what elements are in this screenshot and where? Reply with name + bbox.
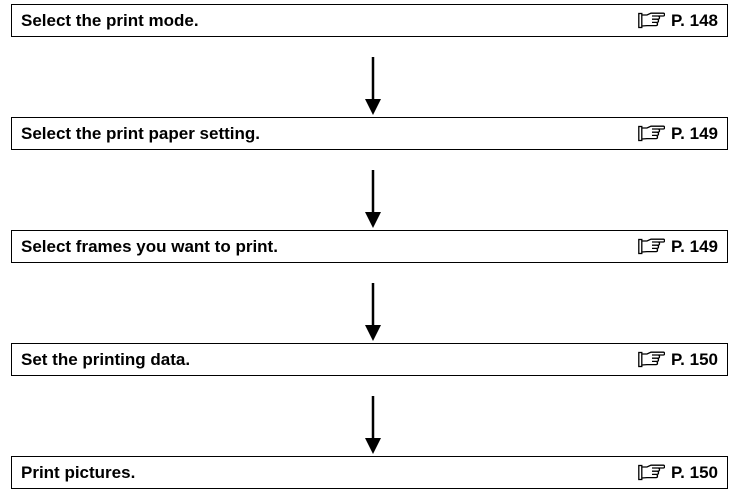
page-reference: P. 150 [638, 350, 718, 370]
step-box-3: Select frames you want to print. P. 149 [11, 230, 728, 263]
print-flowchart: Select the print mode. P. 148 Select the… [11, 4, 728, 489]
step-box-4: Set the printing data. P. 150 [11, 343, 728, 376]
step-label: Set the printing data. [21, 349, 191, 369]
page-reference: P. 149 [638, 124, 718, 144]
flow-arrow [11, 37, 728, 117]
pointing-hand-icon [638, 12, 666, 29]
step-label: Select the print mode. [21, 10, 199, 30]
step-box-1: Select the print mode. P. 148 [11, 4, 728, 37]
page-ref-text: P. 148 [671, 10, 718, 30]
pointing-hand-icon [638, 125, 666, 142]
step-box-2: Select the print paper setting. P. 149 [11, 117, 728, 150]
pointing-hand-icon [638, 351, 666, 368]
page-ref-text: P. 149 [671, 236, 718, 256]
page-reference: P. 149 [638, 237, 718, 257]
flow-arrow [11, 150, 728, 230]
step-label: Select the print paper setting. [21, 123, 260, 143]
page-ref-text: P. 150 [671, 349, 718, 369]
step-box-5: Print pictures. P. 150 [11, 456, 728, 489]
page-reference: P. 150 [638, 463, 718, 483]
step-label: Print pictures. [21, 462, 136, 482]
page-reference: P. 148 [638, 11, 718, 31]
page-ref-text: P. 150 [671, 462, 718, 482]
page-ref-text: P. 149 [671, 123, 718, 143]
step-label: Select frames you want to print. [21, 236, 278, 256]
pointing-hand-icon [638, 238, 666, 255]
flow-arrow [11, 376, 728, 456]
flow-arrow [11, 263, 728, 343]
pointing-hand-icon [638, 464, 666, 481]
